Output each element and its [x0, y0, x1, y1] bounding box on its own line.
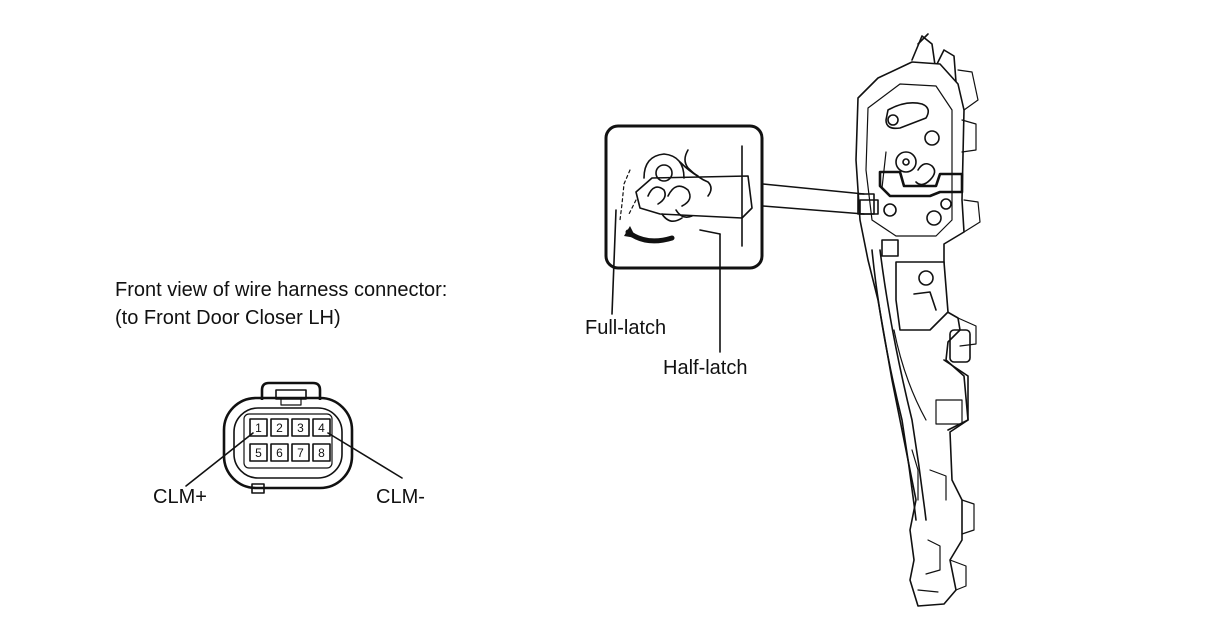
door-closer-assembly	[855, 33, 981, 607]
pin-grid: 1 2 3 4 5 6 7 8	[249, 418, 331, 462]
pin-6-label: 6	[276, 446, 283, 460]
pin-7-cell	[291, 443, 310, 462]
pin-2-cell	[270, 418, 289, 437]
zoom-line-top	[762, 183, 865, 195]
half-latch-leader-top	[699, 229, 721, 235]
connector-caption-line2: (to Front Door Closer LH)	[115, 307, 341, 329]
clm-plus-label: CLM+	[153, 486, 207, 508]
pin-7-label: 7	[297, 446, 304, 460]
half-latch-label: Half-latch	[663, 357, 747, 379]
zoom-line-bottom	[762, 205, 865, 215]
clm-plus-leader-line	[185, 432, 254, 487]
connector-caption: Front view of wire harness connector: (t…	[115, 279, 447, 329]
pin-5-cell	[249, 443, 268, 462]
pin-5-label: 5	[255, 446, 262, 460]
clm-minus-label: CLM-	[376, 486, 425, 508]
pin-2-label: 2	[276, 421, 283, 435]
pin-4-cell	[312, 418, 331, 437]
pin-6-cell	[270, 443, 289, 462]
full-latch-label: Full-latch	[585, 317, 666, 339]
connector-caption-line1: Front view of wire harness connector:	[115, 279, 447, 301]
wire-harness-connector: 1 2 3 4 5 6 7 8	[185, 381, 403, 494]
full-latch-leader-line	[611, 209, 617, 315]
pin-1-cell	[249, 418, 268, 437]
pin-8-cell	[312, 443, 331, 462]
zoom-target-marker	[857, 193, 875, 215]
pin-3-cell	[291, 418, 310, 437]
clm-minus-leader-line	[327, 432, 403, 479]
pin-8-label: 8	[318, 446, 325, 460]
latch-detail-inset	[604, 124, 764, 353]
pin-1-label: 1	[255, 421, 262, 435]
pin-4-label: 4	[318, 421, 325, 435]
pin-3-label: 3	[297, 421, 304, 435]
